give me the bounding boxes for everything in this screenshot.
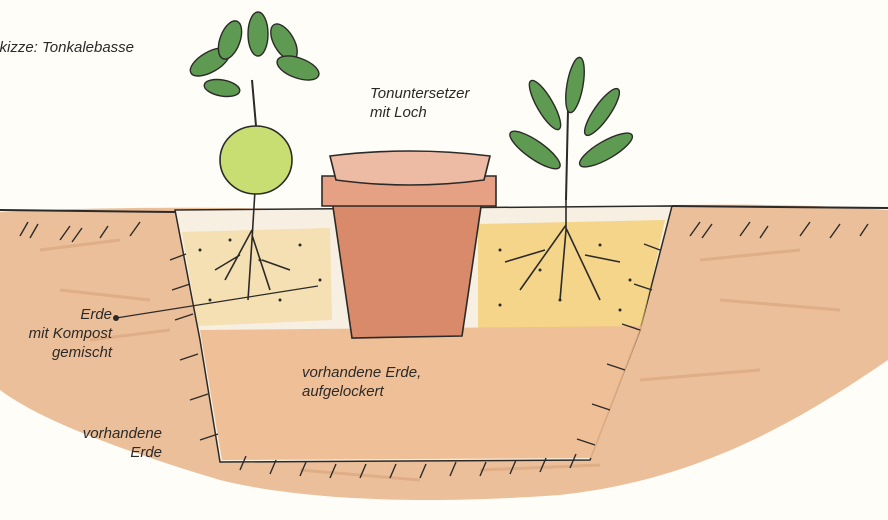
saucer-label-line-1: Tonuntersetzer [370, 84, 470, 103]
compost-label: Erde mit Kompost gemischt [29, 305, 112, 362]
compost-label-line-3: gemischt [29, 343, 112, 362]
existing-soil-label: vorhandene Erde [83, 424, 162, 462]
sketch-title: skizze: Tonkalebasse [0, 38, 134, 57]
compost-leader-dot [113, 315, 119, 321]
left-plant-stem [252, 80, 256, 126]
left-plant-leaves [186, 12, 322, 99]
left-plant-bulb [220, 126, 292, 194]
compost-label-line-1: Erde [29, 305, 112, 324]
compost-layer-right [478, 220, 665, 328]
compost-label-line-2: mit Kompost [29, 324, 112, 343]
saucer [330, 151, 490, 185]
saucer-label: Tonuntersetzer mit Loch [370, 84, 470, 122]
compost-layer-left [182, 228, 332, 326]
loosened-soil-label-line-1: vorhandene Erde, [302, 363, 421, 382]
loosened-soil-label: vorhandene Erde, aufgelockert [302, 363, 421, 401]
right-plant-leaves [505, 56, 636, 175]
existing-soil-label-line-1: vorhandene [83, 424, 162, 443]
right-plant-stem [566, 110, 568, 200]
pot-body [332, 200, 482, 338]
saucer-label-line-2: mit Loch [370, 103, 470, 122]
existing-soil-label-line-2: Erde [83, 443, 162, 462]
loosened-soil-label-line-2: aufgelockert [302, 382, 421, 401]
